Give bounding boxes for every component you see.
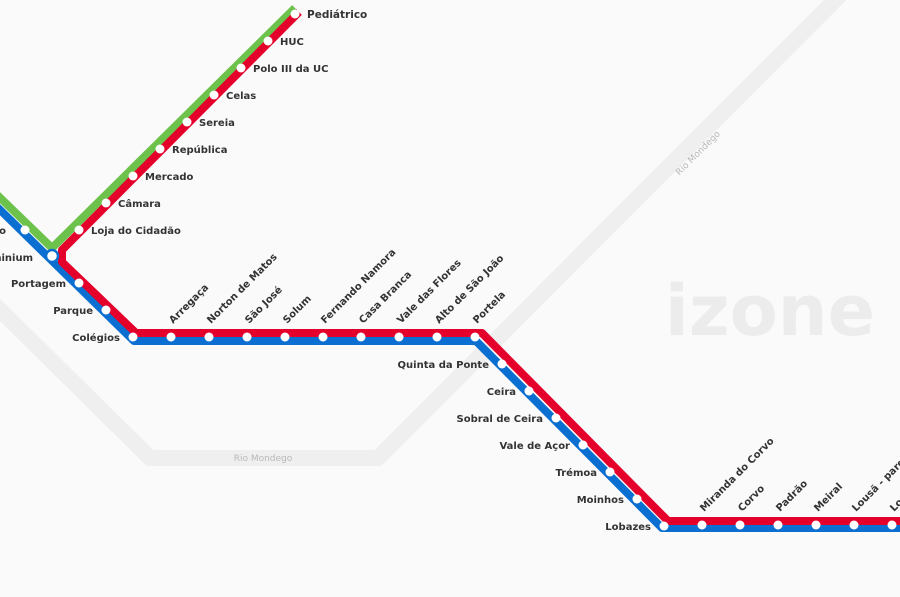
station-label[interactable]: Arregaça bbox=[167, 282, 211, 326]
station-label[interactable]: Fernando Namora bbox=[319, 247, 398, 326]
station-dot[interactable] bbox=[605, 467, 615, 477]
station-dot[interactable] bbox=[697, 520, 707, 530]
station-label[interactable]: Vale das Flores bbox=[395, 258, 463, 326]
station-dot[interactable] bbox=[470, 332, 480, 342]
station-label[interactable]: Padrão bbox=[774, 478, 810, 514]
station-label[interactable]: Alto de São João bbox=[433, 253, 506, 326]
station-label[interactable]: Sereia bbox=[199, 118, 235, 129]
station-label[interactable]: Colégios bbox=[72, 332, 120, 344]
station-dot[interactable] bbox=[44, 248, 60, 264]
station-label[interactable]: Portela bbox=[471, 289, 508, 326]
station-dot[interactable] bbox=[182, 117, 192, 127]
station-dot[interactable] bbox=[394, 332, 404, 342]
station-dot[interactable] bbox=[101, 198, 111, 208]
station-dot[interactable] bbox=[204, 332, 214, 342]
river-label: Rio Mondego bbox=[234, 454, 293, 464]
station-dot[interactable] bbox=[735, 520, 745, 530]
station-dot[interactable] bbox=[811, 520, 821, 530]
station-dot[interactable] bbox=[497, 359, 507, 369]
green-line[interactable] bbox=[0, 5, 298, 252]
station-dot[interactable] bbox=[128, 332, 138, 342]
station-dot[interactable] bbox=[432, 332, 442, 342]
station-label[interactable]: Solum bbox=[281, 294, 314, 327]
station-dot[interactable] bbox=[20, 225, 30, 235]
station-dot[interactable] bbox=[236, 63, 246, 73]
station-dot[interactable] bbox=[166, 332, 176, 342]
red-line[interactable] bbox=[58, 9, 900, 525]
station-dot[interactable] bbox=[318, 332, 328, 342]
station-label[interactable]: Corvo bbox=[736, 483, 767, 514]
station-dot[interactable] bbox=[128, 171, 138, 181]
station-dot[interactable] bbox=[101, 305, 111, 315]
station-dot[interactable] bbox=[290, 9, 300, 19]
station-label[interactable]: Câmara bbox=[118, 198, 161, 210]
station-label[interactable]: Moinhos bbox=[577, 495, 624, 506]
station-label[interactable]: Parque bbox=[53, 306, 93, 317]
station-label[interactable]: Pediátrico bbox=[307, 9, 367, 21]
station-dot[interactable] bbox=[280, 332, 290, 342]
station-label[interactable]: Portagem bbox=[11, 279, 66, 290]
station-label[interactable]: Celas bbox=[226, 91, 256, 102]
station-label[interactable]: Loja do Cidadão bbox=[91, 226, 181, 237]
station-dot[interactable] bbox=[242, 332, 252, 342]
station-dot[interactable] bbox=[74, 278, 84, 288]
station-label[interactable]: Vale de Açor bbox=[499, 441, 570, 452]
station-dot[interactable] bbox=[578, 440, 588, 450]
station-label[interactable]: República bbox=[172, 144, 227, 156]
station-label[interactable]: Sobral de Ceira bbox=[457, 414, 543, 425]
station-dot[interactable] bbox=[155, 144, 165, 154]
station-label[interactable]: Miranda do Corvo bbox=[698, 436, 776, 514]
station-label[interactable]: HUC bbox=[280, 37, 304, 48]
station-dot[interactable] bbox=[887, 520, 897, 530]
station-label[interactable]: Ceira bbox=[487, 387, 516, 398]
station-label[interactable]: Mercado bbox=[145, 172, 193, 183]
station-label[interactable]: Polo III da UC bbox=[253, 64, 328, 75]
station-dot[interactable] bbox=[263, 36, 273, 46]
station-dot[interactable] bbox=[74, 225, 84, 235]
watermark: izone bbox=[665, 270, 875, 352]
station-label[interactable]: o bbox=[0, 226, 6, 237]
station-dot[interactable] bbox=[632, 494, 642, 504]
station-dot[interactable] bbox=[849, 520, 859, 530]
station-label[interactable]: Lo bbox=[888, 497, 900, 514]
station-label[interactable]: minium bbox=[0, 253, 33, 264]
station-dot[interactable] bbox=[659, 521, 669, 531]
station-dot[interactable] bbox=[524, 386, 534, 396]
station-label[interactable]: Lobazes bbox=[605, 522, 651, 533]
station-label[interactable]: Meiral bbox=[812, 481, 845, 514]
station-dot[interactable] bbox=[773, 520, 783, 530]
station-label[interactable]: Trémoa bbox=[556, 467, 597, 479]
station-label[interactable]: Norton de Matos bbox=[205, 252, 279, 326]
station-dot[interactable] bbox=[209, 90, 219, 100]
station-label[interactable]: Quinta da Ponte bbox=[398, 360, 490, 371]
station-dot[interactable] bbox=[551, 413, 561, 423]
station-dot[interactable] bbox=[356, 332, 366, 342]
